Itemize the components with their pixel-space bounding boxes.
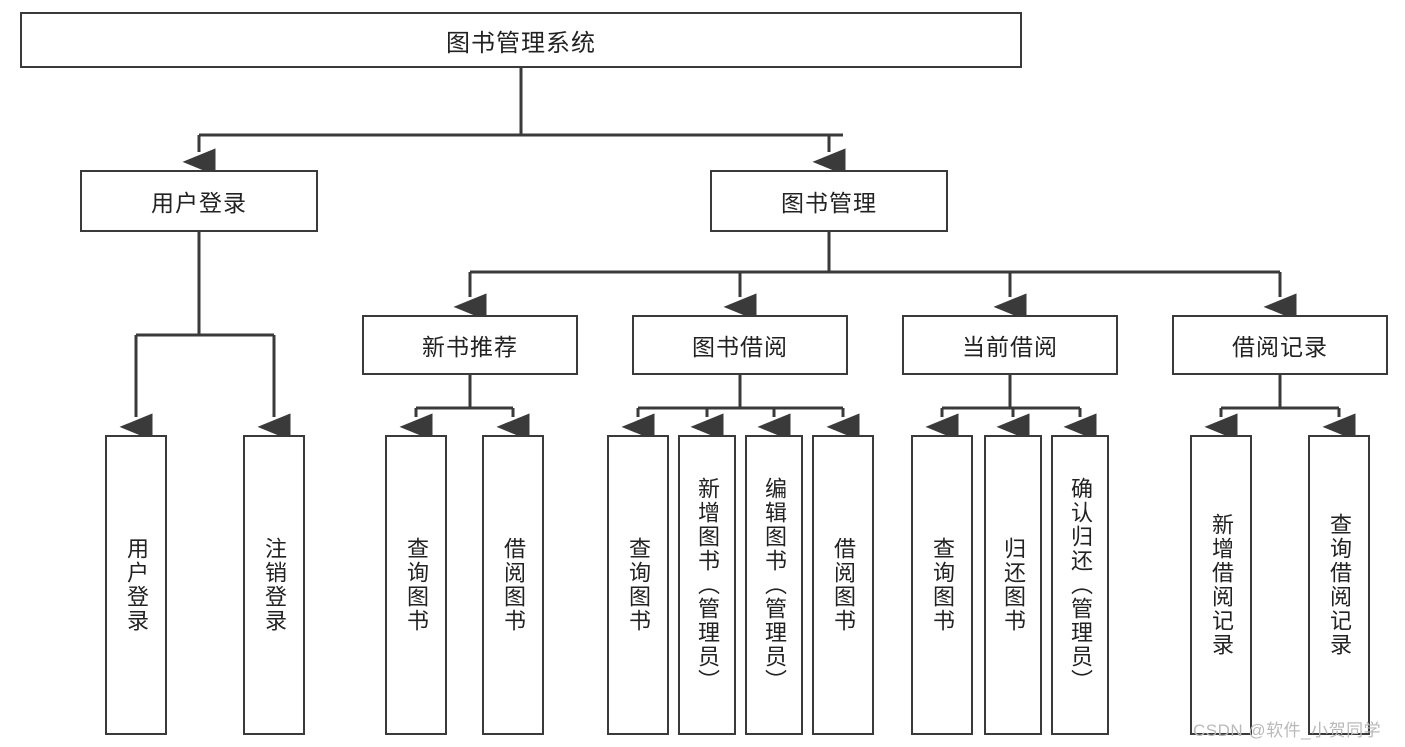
node-book-management[interactable]: 图书管理 [710, 170, 948, 232]
node-root[interactable]: 图书管理系统 [20, 12, 1022, 68]
leaf-user-login[interactable]: 用户登录 [105, 435, 167, 735]
leaf-add-borrow-record[interactable]: 新增借阅记录 [1190, 435, 1252, 735]
leaf-return-book[interactable]: 归还图书 [984, 435, 1042, 735]
leaf-query-book-borrow[interactable]: 查询图书 [607, 435, 669, 735]
leaf-add-book-admin[interactable]: 新增图书（管理员） [678, 435, 736, 735]
node-borrow-record[interactable]: 借阅记录 [1172, 315, 1388, 375]
leaf-confirm-return-admin[interactable]: 确认归还（管理员） [1051, 435, 1109, 735]
csdn-watermark: CSDN @软件_小贺同学 [1193, 721, 1382, 740]
node-user-login[interactable]: 用户登录 [80, 170, 318, 232]
leaf-borrow-book-recommend[interactable]: 借阅图书 [482, 435, 544, 735]
node-book-borrow[interactable]: 图书借阅 [632, 315, 848, 375]
leaf-query-borrow-record[interactable]: 查询借阅记录 [1308, 435, 1370, 735]
leaf-borrow-book[interactable]: 借阅图书 [812, 435, 874, 735]
leaf-query-book-current[interactable]: 查询图书 [911, 435, 973, 735]
leaf-logout-login[interactable]: 注销登录 [243, 435, 305, 735]
leaf-query-book-recommend[interactable]: 查询图书 [385, 435, 447, 735]
leaf-edit-book-admin[interactable]: 编辑图书（管理员） [745, 435, 803, 735]
node-new-book-recommend[interactable]: 新书推荐 [362, 315, 578, 375]
node-current-borrow[interactable]: 当前借阅 [902, 315, 1118, 375]
